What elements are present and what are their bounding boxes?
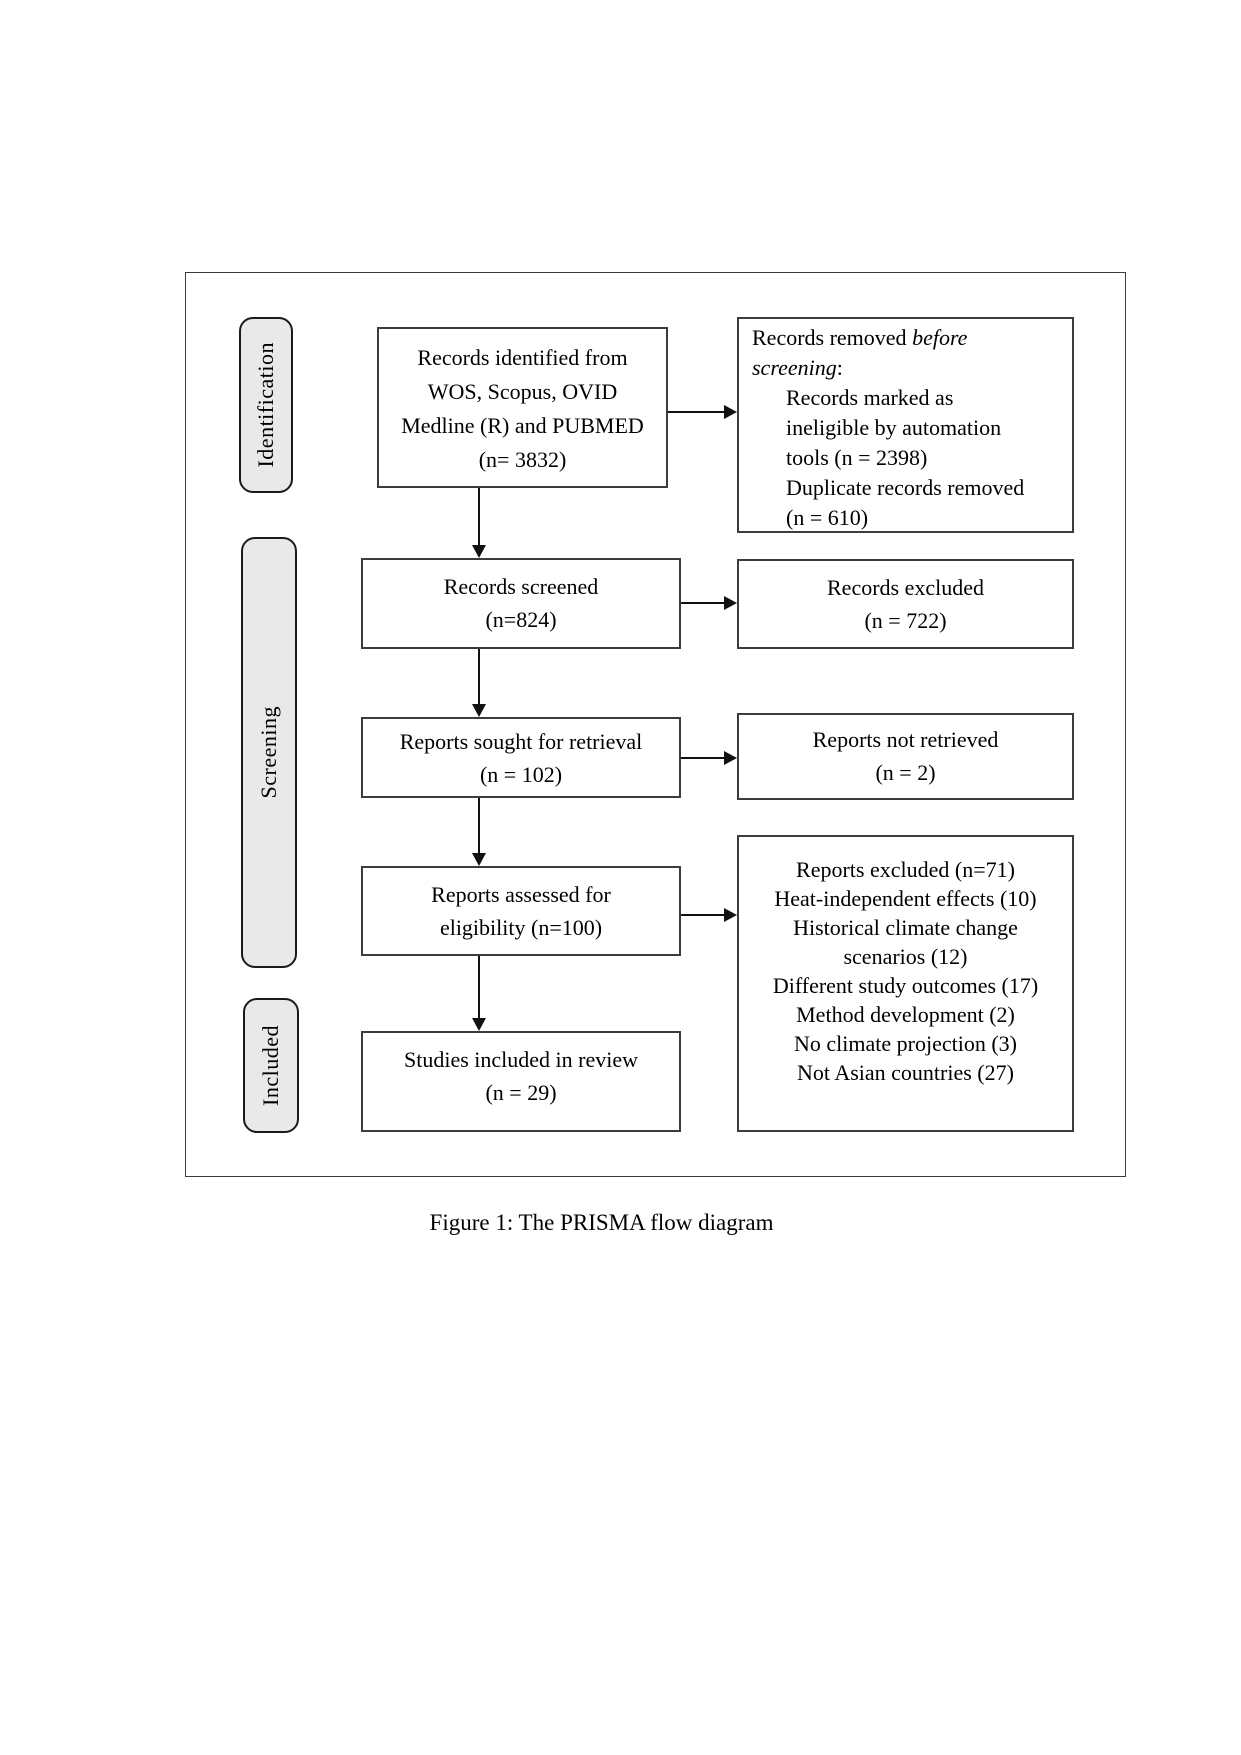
arrowhead-sought-to-not-retrieved-icon [724,751,737,765]
box-text-line: (n = 2) [875,760,936,785]
box-text-line: Method development (2) [796,1002,1015,1027]
figure-caption: Figure 1: The PRISMA flow diagram [429,1210,774,1235]
stage-label-screening: Screening [241,537,297,968]
arrow-screened-to-sought [478,649,480,706]
box-text-line: Records identified from [417,345,628,370]
arrowhead-screened-to-excluded-icon [724,596,737,610]
arrowhead-assessed-to-included-icon [472,1018,486,1031]
box-reports-assessed-for-eligibility: Reports assessed for eligibility (n=100) [361,866,681,956]
box-reports-sought-for-retrieval: Reports sought for retrieval (n = 102) [361,717,681,798]
box-records-screened: Records screened (n=824) [361,558,681,649]
box-text-line: (n=824) [485,607,557,632]
box-text-line: Reports excluded (n=71) [796,857,1015,882]
box-studies-included-in-review: Studies included in review (n = 29) [361,1031,681,1132]
box-records-removed-before-screening: Records removed before screening: Records … [737,317,1074,533]
stage-label-identification-text: Identification [253,342,278,468]
box-text-line: eligibility (n=100) [439,915,603,940]
box-text-line: (n = 102) [479,762,563,787]
arrow-identified-to-removed [668,411,726,413]
box-reports-not-retrieved: Reports not retrieved (n = 2) [737,713,1074,800]
box-text-line: Studies included in review [403,1047,638,1072]
box-text-line: (n= 3832) [478,447,567,472]
box-text-line: No climate projection (3) [794,1031,1017,1056]
box-text-line: scenarios (12) [843,944,968,969]
box-text-line: Medline (R) and PUBMED [401,413,644,438]
arrowhead-identified-to-removed-icon [724,405,737,419]
arrow-sought-to-not-retrieved [681,757,726,759]
box-text-line: Records removed before [752,325,968,350]
box-text-line: Historical climate change [793,915,1018,940]
box-text-line: Records excluded [827,575,984,600]
arrowhead-sought-to-assessed-icon [472,853,486,866]
box-text-line: Not Asian countries (27) [797,1060,1014,1085]
arrowhead-identified-to-screened-icon [472,545,486,558]
box-text-line: (n = 610) [786,505,869,530]
box-text-line: (n = 29) [485,1080,557,1105]
arrow-screened-to-excluded [681,602,726,604]
box-text-line: tools (n = 2398) [786,445,928,470]
box-records-excluded: Records excluded (n = 722) [737,559,1074,649]
arrow-identified-to-screened [478,488,480,547]
box-text-line: ineligible by automation [786,415,1002,440]
box-text-line: Records screened [443,574,599,599]
box-text-line: Duplicate records removed [786,475,1025,500]
box-text-line: Reports sought for retrieval [399,729,643,754]
box-text-line: Different study outcomes (17) [772,973,1039,998]
box-text-line: Reports not retrieved [812,727,999,752]
stage-label-included: Included [243,998,299,1133]
box-text-line: (n = 722) [864,608,947,633]
stage-label-included-text: Included [258,1025,283,1106]
arrow-assessed-to-reports-excluded [681,914,726,916]
stage-label-identification: Identification [239,317,293,493]
box-text-line: Records marked as [786,385,954,410]
arrowhead-screened-to-sought-icon [472,704,486,717]
box-text-line: screening: [752,355,843,380]
box-reports-excluded-reasons: Reports excluded (n=71) Heat-independent … [737,835,1074,1132]
stage-label-screening-text: Screening [256,706,281,799]
arrow-assessed-to-included [478,956,480,1020]
arrowhead-assessed-to-reports-excluded-icon [724,908,737,922]
box-text-line: WOS, Scopus, OVID [427,379,618,404]
box-text-line: Heat-independent effects (10) [774,886,1037,911]
box-text-line: Reports assessed for [431,882,611,907]
arrow-sought-to-assessed [478,798,480,855]
